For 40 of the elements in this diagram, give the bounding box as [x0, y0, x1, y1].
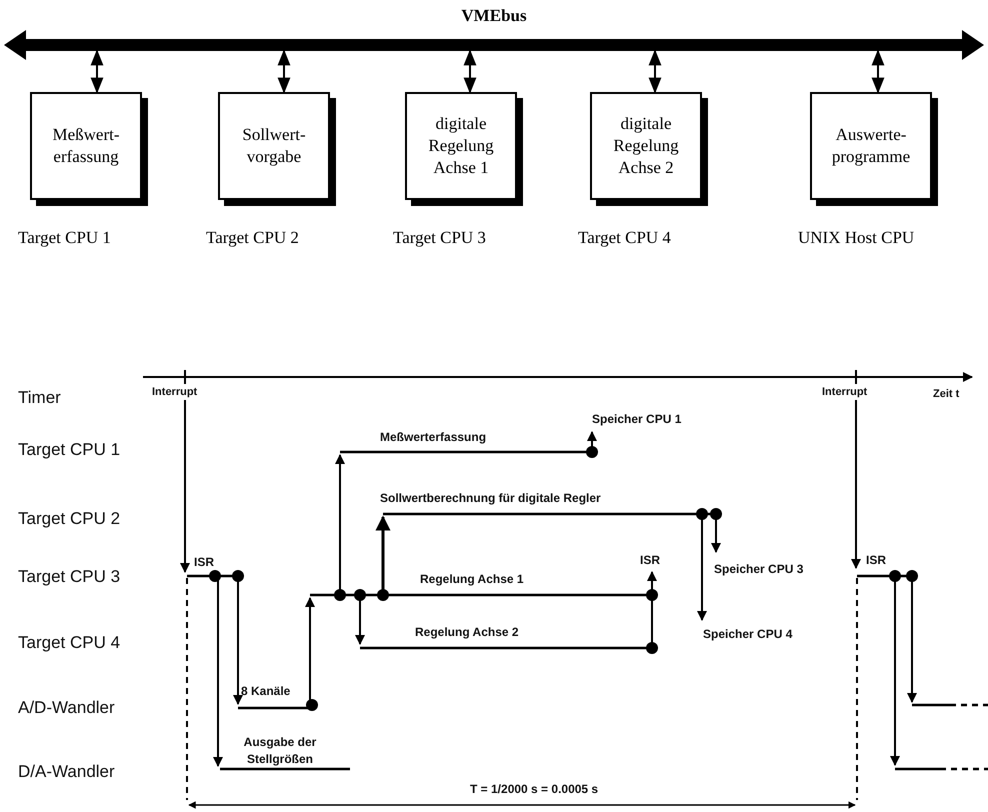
cpu-caption: Target CPU 2: [206, 228, 299, 248]
bus: [4, 6, 984, 60]
period-label: T = 1/2000 s = 0.0005 s: [470, 782, 598, 796]
bus-connector-arrow: [464, 49, 476, 94]
bus-connector-arrow: [648, 49, 662, 94]
box-label: digitale Regelung Achse 2: [612, 113, 680, 179]
row-label: A/D-Wandler: [18, 698, 115, 718]
cpu-caption: UNIX Host CPU: [798, 228, 914, 248]
bus-connector-arrow: [90, 49, 104, 94]
cpu-caption: Target CPU 1: [18, 228, 111, 248]
cpu-caption: Target CPU 3: [393, 228, 486, 248]
box-label: Sollwert- vorgabe: [241, 124, 307, 168]
row-label: Target CPU 3: [18, 567, 120, 587]
cpu-caption: Target CPU 4: [578, 228, 671, 248]
row-label: Target CPU 2: [18, 509, 120, 529]
process-label: Regelung Achse 2: [415, 625, 519, 639]
isr-label: ISR: [640, 553, 660, 567]
box-label: Meßwert- erfassung: [51, 124, 121, 168]
row-label: D/A-Wandler: [18, 762, 115, 782]
row-label: Target CPU 4: [18, 633, 120, 653]
isr-label: ISR: [866, 553, 886, 567]
event-label: Interrupt: [822, 386, 868, 398]
process-label: Regelung Achse 1: [420, 572, 524, 586]
memory-label: Speicher CPU 3: [714, 562, 804, 576]
memory-label: Speicher CPU 1: [592, 412, 682, 426]
row-label: Timer: [18, 388, 61, 408]
box-label: digitale Regelung Achse 1: [427, 113, 495, 179]
process-label: Ausgabe der Stellgrößen: [242, 734, 318, 768]
box-label: Auswerte- programme: [830, 124, 912, 168]
process-label: 8 Kanäle: [241, 684, 290, 698]
bus-connector-arrow: [278, 49, 290, 94]
row-label: Target CPU 1: [18, 440, 120, 460]
axis-label: Zeit t: [933, 388, 960, 400]
bus-label: VMEbus: [460, 6, 528, 26]
event-label: Interrupt: [152, 386, 198, 398]
process-label: Sollwertberechnung für digitale Regler: [380, 491, 601, 505]
isr-label: ISR: [194, 555, 214, 569]
bus-connector-arrow: [872, 49, 884, 94]
memory-label: Speicher CPU 4: [703, 627, 792, 641]
process-label: Meßwerterfassung: [380, 430, 486, 444]
